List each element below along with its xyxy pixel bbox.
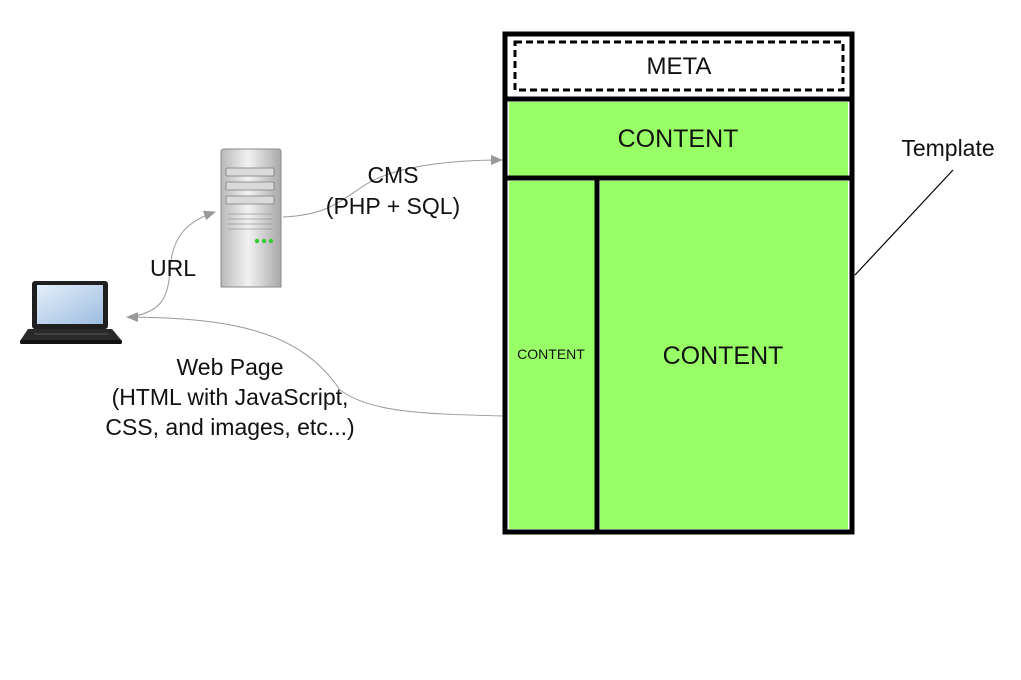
webpage-arrow <box>126 312 506 417</box>
webpage-label-line1: Web Page <box>177 354 284 380</box>
template-leader-line <box>854 169 954 276</box>
content-main-label: CONTENT <box>663 342 784 370</box>
url-arrow <box>129 210 216 318</box>
meta-region <box>513 40 845 92</box>
template-label: Template <box>901 135 994 161</box>
webpage-label-line3: CSS, and images, etc...) <box>105 414 354 440</box>
cms-arrow <box>282 155 503 218</box>
meta-label: META <box>647 53 712 80</box>
content-sidebar-label: CONTENT <box>517 346 585 362</box>
content-sidebar-region <box>509 181 595 529</box>
template-page: META CONTENT CONTENT CONTENT <box>502 31 855 535</box>
content-top-label: CONTENT <box>618 125 739 153</box>
cms-label-line1: CMS <box>367 162 418 188</box>
laptop-icon <box>20 281 122 344</box>
content-main-region <box>600 181 848 529</box>
content-top-region <box>509 102 848 176</box>
webpage-label-line2: (HTML with JavaScript, <box>112 384 349 410</box>
cms-label-line2: (PHP + SQL) <box>326 193 460 219</box>
server-tower-icon <box>220 148 282 288</box>
url-label: URL <box>150 255 196 281</box>
